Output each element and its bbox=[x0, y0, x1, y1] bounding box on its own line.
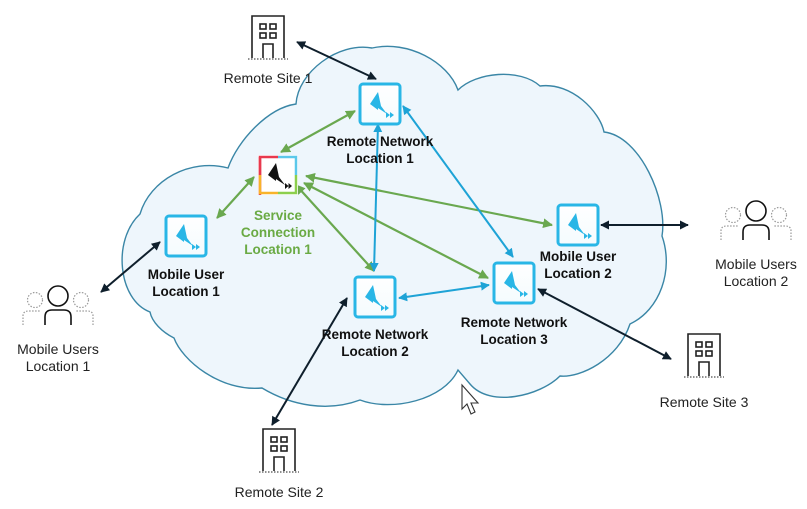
label-line: Remote Network bbox=[460, 315, 568, 330]
link-sc1-mu1 bbox=[216, 176, 255, 219]
building-icon-site3 bbox=[684, 333, 724, 378]
mouse-pointer-icon bbox=[461, 383, 480, 415]
label-line: Location 3 bbox=[480, 332, 548, 347]
label-line: Location 1 bbox=[346, 151, 414, 166]
prisma-access-icon bbox=[568, 213, 592, 239]
prisma-access-icon bbox=[504, 271, 528, 297]
node-rn1[interactable] bbox=[358, 82, 402, 126]
label-users1: Mobile Users Location 1 bbox=[6, 341, 110, 375]
label-line: Location 1 bbox=[25, 358, 91, 374]
prisma-access-icon bbox=[365, 285, 389, 311]
node-rn3[interactable] bbox=[492, 261, 536, 305]
label-line: Service bbox=[253, 208, 303, 223]
label-line: Mobile Users bbox=[715, 256, 797, 272]
link-sc1-rn3 bbox=[303, 182, 489, 279]
node-mu1[interactable] bbox=[164, 214, 208, 258]
label-line: Remote Network bbox=[326, 134, 434, 149]
links bbox=[100, 41, 689, 426]
link-site2-rn2 bbox=[271, 297, 348, 426]
label-rn3: Remote Network Location 3 bbox=[459, 314, 569, 348]
users-group-icon-2 bbox=[720, 200, 792, 240]
link-rn1-rn2 bbox=[369, 123, 383, 272]
label-line: Mobile User bbox=[147, 267, 225, 282]
label-mu1: Mobile User Location 1 bbox=[136, 266, 236, 300]
link-site1-rn1 bbox=[296, 41, 377, 80]
label-line: Location 2 bbox=[544, 266, 612, 281]
link-sc1-rn1 bbox=[280, 110, 356, 153]
building-icon-site1 bbox=[248, 15, 288, 60]
label-rn2: Remote Network Location 2 bbox=[320, 326, 430, 360]
label-users2: Mobile Users Location 2 bbox=[704, 256, 807, 290]
node-mu2[interactable] bbox=[556, 203, 600, 247]
link-rn1-rn3 bbox=[402, 105, 514, 258]
label-site2: Remote Site 2 bbox=[234, 484, 324, 500]
link-users1-mu1 bbox=[100, 241, 161, 293]
label-sc1: Service Connection Location 1 bbox=[233, 207, 323, 258]
service-connection-icon bbox=[268, 163, 292, 189]
label-line: Mobile Users bbox=[17, 341, 99, 357]
label-line: Location 2 bbox=[723, 273, 789, 289]
node-rn2[interactable] bbox=[353, 275, 397, 319]
label-line: Location 2 bbox=[341, 344, 409, 359]
prisma-access-icon bbox=[176, 224, 200, 250]
label-rn1: Remote Network Location 1 bbox=[325, 133, 435, 167]
node-sc1[interactable] bbox=[258, 155, 298, 195]
label-line: Location 1 bbox=[244, 242, 312, 257]
prisma-access-icon bbox=[370, 92, 394, 118]
label-line: Connection bbox=[240, 225, 316, 240]
link-site3-rn3 bbox=[537, 288, 672, 360]
link-rn2-rn3 bbox=[398, 281, 490, 302]
label-line: Mobile User bbox=[539, 249, 617, 264]
label-line: Location 1 bbox=[152, 284, 220, 299]
users-group-icon-1 bbox=[22, 285, 94, 325]
label-line: Remote Network bbox=[321, 327, 429, 342]
label-site1: Remote Site 1 bbox=[223, 70, 313, 86]
building-icon-site2 bbox=[259, 428, 299, 473]
label-mu2: Mobile User Location 2 bbox=[528, 248, 628, 282]
label-site3: Remote Site 3 bbox=[659, 394, 749, 410]
